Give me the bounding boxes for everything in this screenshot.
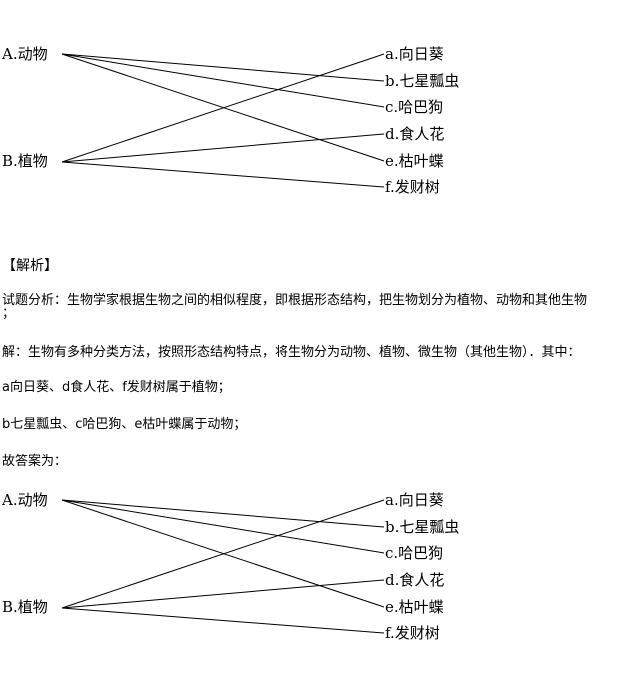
analysis-heading: 【解析】 xyxy=(2,258,58,274)
left-item-animal: A.动物 xyxy=(2,45,48,63)
analysis-paragraph-1: 试题分析：生物学家根据生物之间的相似程度，即根据形态结构，把生物划分为植物、动物… xyxy=(2,293,588,308)
right-item-a: a.向日葵 xyxy=(385,491,444,509)
right-item-c: c.哈巴狗 xyxy=(385,98,444,116)
analysis-paragraph-3: a向日葵、d食人花、f发财树属于植物； xyxy=(2,380,231,395)
analysis-paragraph-4: b七星瓢虫、c哈巴狗、e枯叶蝶属于动物； xyxy=(2,417,247,432)
connection-line xyxy=(61,161,385,188)
right-item-b: b.七星瓢虫 xyxy=(385,72,460,90)
connection-line xyxy=(61,499,385,609)
right-item-a: a.向日葵 xyxy=(385,45,444,63)
connection-line xyxy=(61,53,385,108)
right-item-d: d.食人花 xyxy=(385,125,445,143)
left-item-animal: A.动物 xyxy=(2,491,48,509)
answer-label: 故答案为： xyxy=(2,454,68,469)
connection-lines-1 xyxy=(61,53,385,188)
matching-diagram-1: A.动物 B.植物 a.向日葵 b.七星瓢虫 c.哈巴狗 d.食人花 e.枯叶蝶… xyxy=(0,0,630,200)
right-item-b: b.七星瓢虫 xyxy=(385,518,460,536)
left-item-plant: B.植物 xyxy=(2,152,48,170)
connection-line xyxy=(61,499,385,528)
analysis-paragraph-1-cont: ； xyxy=(2,306,16,321)
connection-line xyxy=(61,133,385,163)
connection-line xyxy=(61,499,385,554)
connection-lines-2 xyxy=(61,499,385,634)
matching-diagram-2: A.动物 B.植物 a.向日葵 b.七星瓢虫 c.哈巴狗 d.食人花 e.枯叶蝶… xyxy=(0,446,630,646)
right-item-c: c.哈巴狗 xyxy=(385,544,444,562)
right-item-f: f.发财树 xyxy=(385,178,440,196)
right-item-e: e.枯叶蝶 xyxy=(385,598,444,616)
right-item-f: f.发财树 xyxy=(385,624,440,642)
right-item-d: d.食人花 xyxy=(385,571,445,589)
connection-line xyxy=(61,53,385,82)
connection-line xyxy=(61,607,385,634)
connection-line xyxy=(61,53,385,163)
right-item-e: e.枯叶蝶 xyxy=(385,152,444,170)
analysis-paragraph-2: 解：生物有多种分类方法，按照形态结构特点，将生物分为动物、植物、微生物（其他生物… xyxy=(2,345,581,360)
left-item-plant: B.植物 xyxy=(2,598,48,616)
connection-line xyxy=(61,579,385,609)
